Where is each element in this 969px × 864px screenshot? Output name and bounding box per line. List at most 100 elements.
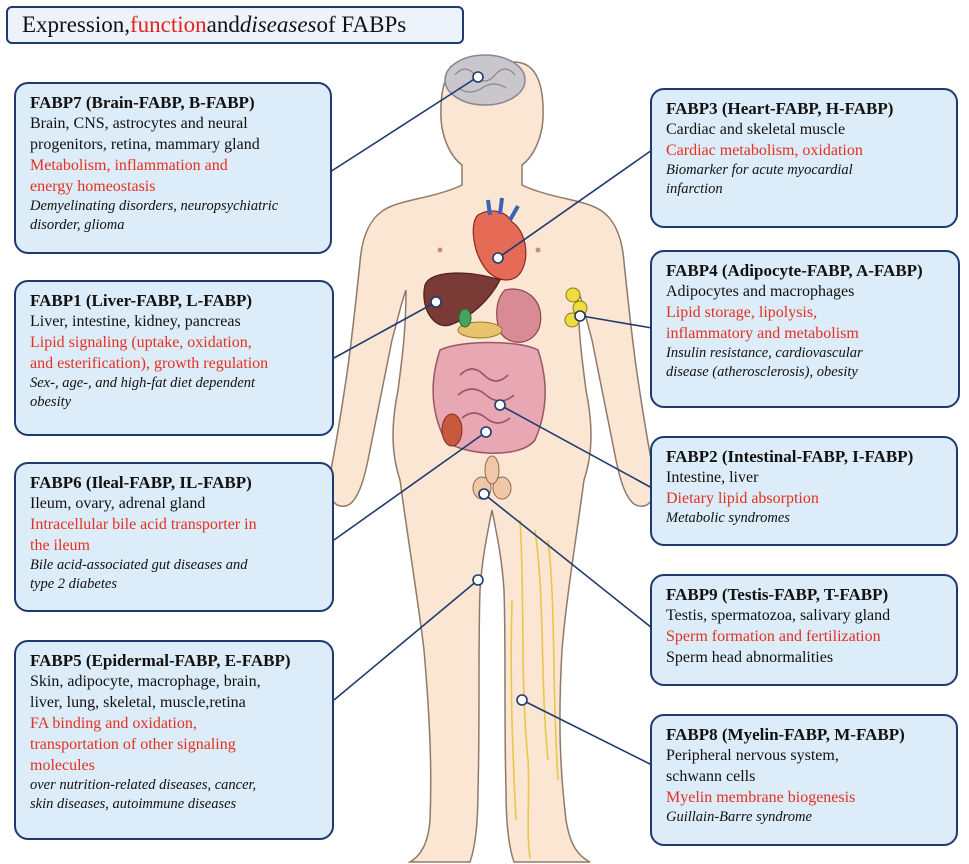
expression-line: Adipocytes and macrophages xyxy=(666,283,855,300)
brain-organ xyxy=(444,54,526,106)
disease-line: Guillain-Barre syndrome xyxy=(666,809,812,825)
card-fabp9: FABP9 (Testis-FABP, T-FABP) Testis, sperm… xyxy=(650,574,958,686)
function-line: transportation of other signaling xyxy=(30,736,236,753)
card-header: FABP6 (Ileal-FABP, IL-FABP) xyxy=(30,473,252,492)
heart-organ xyxy=(472,210,527,281)
disease-line: disease (atherosclerosis), obesity xyxy=(666,364,858,380)
disease-line: Sperm head abnormalities xyxy=(666,649,834,666)
heart-vessels xyxy=(486,197,520,221)
nipple-left xyxy=(437,247,443,253)
title-part-3: and xyxy=(206,12,240,37)
function-line: Sperm formation and fertilization xyxy=(666,628,881,645)
card-header: FABP3 (Heart-FABP, H-FABP) xyxy=(666,99,894,118)
card-fabp8: FABP8 (Myelin-FABP, M-FABP) Peripheral ne… xyxy=(650,714,958,846)
card-fabp3: FABP3 (Heart-FABP, H-FABP) Cardiac and sk… xyxy=(650,88,958,228)
card-header: FABP7 (Brain-FABP, B-FABP) xyxy=(30,93,255,112)
disease-line: Bile acid-associated gut diseases and xyxy=(30,557,248,573)
anchor-testis xyxy=(478,488,490,500)
expression-line: Liver, intestine, kidney, pancreas xyxy=(30,313,241,330)
anchor-ileum xyxy=(480,426,492,438)
card-header: FABP8 (Myelin-FABP, M-FABP) xyxy=(666,725,905,744)
function-line: FA binding and oxidation, xyxy=(30,715,197,732)
expression-line: Testis, spermatozoa, salivary gland xyxy=(666,607,891,624)
anchor-skin xyxy=(472,574,484,586)
connector-fabp4 xyxy=(581,315,653,329)
figure-title: Expression, function and diseases of FAB… xyxy=(6,6,464,44)
adipocyte-1 xyxy=(565,287,581,303)
anchor-liver xyxy=(430,296,442,308)
testis-right xyxy=(492,476,512,500)
expression-line: Peripheral nervous system, xyxy=(666,747,839,764)
disease-line: disorder, glioma xyxy=(30,217,125,233)
function-line: molecules xyxy=(30,757,95,774)
function-line: Cardiac metabolism, oxidation xyxy=(666,142,863,159)
card-header: FABP4 (Adipocyte-FABP, A-FABP) xyxy=(666,261,923,280)
disease-line: over nutrition-related diseases, cancer, xyxy=(30,777,257,793)
function-line: Myelin membrane biogenesis xyxy=(666,789,856,806)
expression-line: liver, lung, skeletal, muscle,retina xyxy=(30,694,246,711)
disease-line: Demyelinating disorders, neuropsychiatri… xyxy=(30,198,279,214)
connector-fabp3 xyxy=(497,149,653,259)
connector-fabp9 xyxy=(483,493,653,629)
nipple-right xyxy=(535,247,541,253)
function-line: Lipid storage, lipolysis, xyxy=(666,304,818,321)
liver-organ xyxy=(423,272,501,327)
disease-line: Biomarker for acute myocardial xyxy=(666,162,853,178)
anchor-adipocyte xyxy=(574,310,586,322)
title-part-2: function xyxy=(129,12,207,37)
function-line: and esterification), growth regulation xyxy=(30,355,269,372)
connector-fabp5 xyxy=(333,579,479,701)
expression-line: Brain, CNS, astrocytes and neural xyxy=(30,115,248,132)
expression-line: Cardiac and skeletal muscle xyxy=(666,121,846,138)
function-line: Lipid signaling (uptake, oxidation, xyxy=(30,334,252,351)
disease-line: skin diseases, autoimmune diseases xyxy=(30,796,237,812)
expression-line: Skin, adipocyte, macrophage, brain, xyxy=(30,673,261,690)
expression-line: Ileum, ovary, adrenal gland xyxy=(30,495,206,512)
anchor-nerve xyxy=(516,694,528,706)
disease-line: infarction xyxy=(666,181,723,197)
card-fabp2: FABP2 (Intestinal-FABP, I-FABP) Intestine… xyxy=(650,436,958,546)
peripheral-nerves xyxy=(510,519,559,859)
disease-line: Insulin resistance, cardiovascular xyxy=(666,345,863,361)
stomach-organ xyxy=(496,288,542,343)
expression-line: Intestine, liver xyxy=(666,469,759,486)
card-fabp1: FABP1 (Liver-FABP, L-FABP) Liver, intesti… xyxy=(14,280,334,436)
connector-fabp1 xyxy=(333,301,437,359)
card-fabp7: FABP7 (Brain-FABP, B-FABP) Brain, CNS, as… xyxy=(14,82,332,254)
function-line: inflammatory and metabolism xyxy=(666,325,859,342)
card-fabp5: FABP5 (Epidermal-FABP, E-FABP) Skin, adip… xyxy=(14,640,334,840)
small-intestine xyxy=(457,368,515,424)
function-line: Metabolism, inflammation and xyxy=(30,157,228,174)
card-header: FABP5 (Epidermal-FABP, E-FABP) xyxy=(30,651,291,670)
anchor-brain xyxy=(472,71,484,83)
function-line: energy homeostasis xyxy=(30,178,156,195)
connector-fabp7 xyxy=(329,77,477,173)
function-line: Intracellular bile acid transporter in xyxy=(30,516,257,533)
card-fabp4: FABP4 (Adipocyte-FABP, A-FABP) Adipocytes… xyxy=(650,250,960,408)
anchor-heart xyxy=(492,252,504,264)
disease-line: Metabolic syndromes xyxy=(666,510,790,526)
gallbladder-organ xyxy=(458,308,472,328)
disease-line: obesity xyxy=(30,394,72,410)
anchor-points xyxy=(430,71,586,706)
anchor-intestine xyxy=(494,399,506,411)
connector-fabp6 xyxy=(333,431,487,541)
connector-lines xyxy=(329,77,653,766)
card-header: FABP2 (Intestinal-FABP, I-FABP) xyxy=(666,447,914,466)
connector-fabp2 xyxy=(499,404,653,489)
connector-fabp8 xyxy=(521,699,653,766)
function-line: Dietary lipid absorption xyxy=(666,490,819,507)
disease-line: type 2 diabetes xyxy=(30,576,117,592)
card-header: FABP1 (Liver-FABP, L-FABP) xyxy=(30,291,253,310)
card-header: FABP9 (Testis-FABP, T-FABP) xyxy=(666,585,889,604)
title-part-4: diseases xyxy=(239,12,317,37)
penis xyxy=(484,455,500,485)
function-line: the ileum xyxy=(30,537,90,554)
pancreas-organ xyxy=(457,321,503,339)
card-fabp6: FABP6 (Ileal-FABP, IL-FABP) Ileum, ovary,… xyxy=(14,462,334,612)
expression-line: progenitors, retina, mammary gland xyxy=(30,136,260,153)
title-part-1: Expression, xyxy=(22,12,130,37)
expression-line: schwann cells xyxy=(666,768,756,785)
disease-line: Sex-, age-, and high-fat diet dependent xyxy=(30,375,256,391)
